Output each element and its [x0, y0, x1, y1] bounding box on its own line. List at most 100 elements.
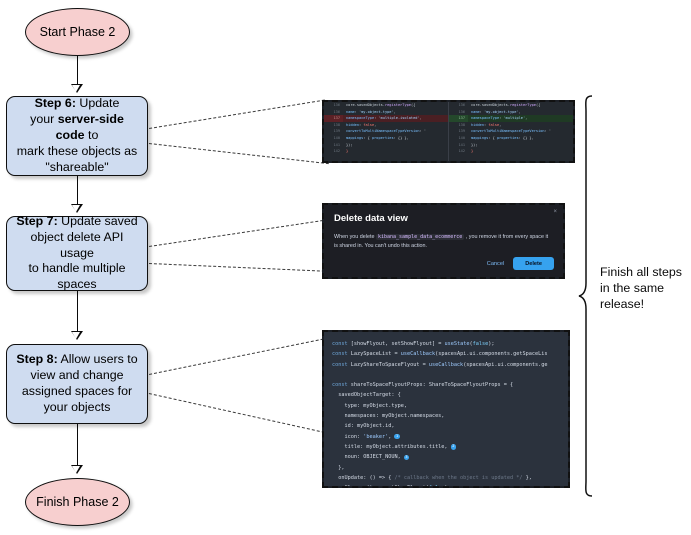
code-token: onClose: () => setShowFlyout(	[332, 485, 429, 486]
code-line: icon: 'beaker', 1	[332, 432, 560, 442]
code-token: ),	[444, 485, 450, 486]
leader-step7-bottom	[148, 263, 325, 272]
brace-note-line-2: in the same	[600, 281, 665, 296]
step-6-text: Step 6: Update your server-side code to …	[14, 96, 140, 175]
code-token: (	[469, 341, 473, 347]
diff-line-code: core.savedObjects.registerType({	[346, 103, 416, 107]
diff-row: 138 hidden: false,	[449, 122, 573, 129]
flow-node-step-7[interactable]: Step 7: Update saved object delete API u…	[6, 213, 148, 292]
diff-row: 141 });	[449, 142, 573, 149]
diff-line-code: mappings: { properties: {} },	[471, 135, 534, 140]
diff-line-number: 139	[333, 129, 341, 134]
step-8-prefix: Step 8:	[16, 352, 58, 367]
flow-start-terminator: Start Phase 2	[25, 8, 130, 56]
code-line: },	[332, 463, 560, 473]
code-line: type: myObject.type,	[332, 401, 560, 411]
step-6-line2a: your	[30, 112, 58, 127]
modal-actions: Cancel Delete	[487, 257, 554, 270]
diff-row: 142}	[324, 148, 448, 155]
step-7-prefix: Step 7:	[16, 213, 58, 228]
callout-badge: 1	[394, 434, 400, 440]
close-icon[interactable]: ×	[553, 209, 557, 215]
code-token: LazyShareToSpaceFlyout =	[347, 361, 429, 368]
step-6-line2b: to	[84, 128, 99, 143]
code-token: false	[429, 485, 445, 486]
code-token: const	[332, 382, 348, 389]
diff-line-number: 142	[333, 149, 341, 154]
step-8-line4: your objects	[43, 399, 111, 414]
code-token: 'beaker'	[363, 433, 389, 440]
modal-body-after: , you remove it from every space it is s…	[334, 234, 549, 250]
diff-pane-right: 136 core.savedObjects.registerType({ 136 n…	[449, 102, 573, 161]
delete-button[interactable]: Delete	[513, 257, 554, 270]
connector-step8-to-finish	[77, 424, 78, 468]
flow-node-step-6[interactable]: Step 6: Update your server-side code to …	[6, 96, 148, 176]
connector-step6-to-step7	[77, 176, 78, 206]
diff-line-number: 136	[333, 109, 341, 114]
screenshot-delete-modal: × Delete data view When you delete kiban…	[322, 203, 565, 279]
code-line: title: myObject.attributes.title, 2	[332, 442, 560, 452]
callout-badge: 3	[403, 454, 410, 460]
code-token: );	[488, 341, 495, 347]
diff-line-code: mappings: { properties: {} },	[346, 135, 409, 140]
diff-line-code: namespaceType: 'multiple',	[471, 116, 528, 121]
connector-start-to-step6	[77, 56, 78, 86]
step-7-line1: Update saved	[57, 213, 138, 228]
flow-finish-label: Finish Phase 2	[36, 495, 119, 509]
code-token: },	[332, 464, 345, 471]
step-6-line4: "shareable"	[45, 159, 109, 174]
diff-line-code: namespaceType: 'multiple-isolated',	[346, 116, 422, 121]
diff-line-number: 136	[458, 109, 466, 114]
diff-row: 139 convertToMultiNamespaceTypeVersion: …	[449, 128, 573, 135]
step-6-prefix: Step 6:	[34, 96, 76, 111]
arrowhead-start-to-step6	[71, 84, 83, 93]
step-8-line3: assigned spaces for	[21, 384, 133, 398]
code-token: namespaces: myObject.namespaces,	[332, 413, 445, 420]
code-line: const [showFlyout, setShowFlyout] = useS…	[332, 339, 560, 349]
step-7-line3: to handle multiple spaces	[28, 261, 126, 292]
diff-row: 140 mappings: { properties: {} },	[449, 135, 573, 142]
code-line: noun: OBJECT_NOUN, 3	[332, 452, 560, 462]
step-6-line3: mark these objects as	[16, 143, 138, 158]
flow-finish-terminator: Finish Phase 2	[25, 478, 130, 526]
code-token: id: myObject.id,	[332, 423, 395, 430]
modal-dialog: × Delete data view When you delete kiban…	[324, 205, 563, 277]
diff-line-code: core.savedObjects.registerType({	[471, 103, 541, 107]
code-line: onClose: () => setShowFlyout(false),	[332, 483, 560, 486]
code-line: namespaces: myObject.namespaces,	[332, 411, 560, 421]
code-token: /* callback when the object is updated *…	[394, 474, 523, 481]
code-token: useState	[444, 341, 470, 347]
grouping-brace	[578, 95, 600, 497]
diff-line-code: name: 'my-object-type',	[346, 109, 396, 114]
diff-row: 142}	[449, 148, 573, 155]
diff-row: 139 convertToMultiNamespaceTypeVersion: …	[324, 128, 448, 135]
diff-line-code: hidden: false,	[346, 122, 377, 127]
code-token: false	[472, 341, 489, 347]
diff-row: 136 name: 'my-object-type',	[449, 109, 573, 116]
code-line: const LazyShareToSpaceFlyout = useCallba…	[332, 360, 560, 370]
flow-node-step-8[interactable]: Step 8: Allow users to view and change a…	[6, 344, 148, 424]
code-block: const [showFlyout, setShowFlyout] = useS…	[324, 332, 568, 486]
code-line: id: myObject.id,	[332, 421, 560, 431]
code-token: savedObjectTarget: {	[332, 392, 401, 399]
diff-line-code: });	[471, 142, 478, 147]
code-token: LazySpaceList =	[347, 351, 401, 358]
cancel-button[interactable]: Cancel	[486, 260, 505, 267]
step-8-line2: view and change	[30, 368, 124, 383]
code-token: type: myObject.type,	[332, 402, 407, 409]
diff-line-code: hidden: false,	[471, 122, 502, 127]
code-token: onUpdate: () => {	[332, 474, 395, 481]
diff-row: 136 name: 'my-object-type',	[324, 109, 448, 116]
leader-step6-top	[149, 99, 325, 129]
step-6-line1: Update	[75, 96, 120, 111]
code-token: },	[522, 474, 532, 481]
code-token: icon:	[332, 433, 364, 440]
code-line: onUpdate: () => { /* callback when the o…	[332, 473, 560, 483]
leader-step7-top	[149, 219, 324, 247]
diff-line-code: });	[346, 142, 353, 147]
code-token: ,	[388, 433, 395, 440]
diff-row: 138 hidden: false,	[324, 122, 448, 129]
